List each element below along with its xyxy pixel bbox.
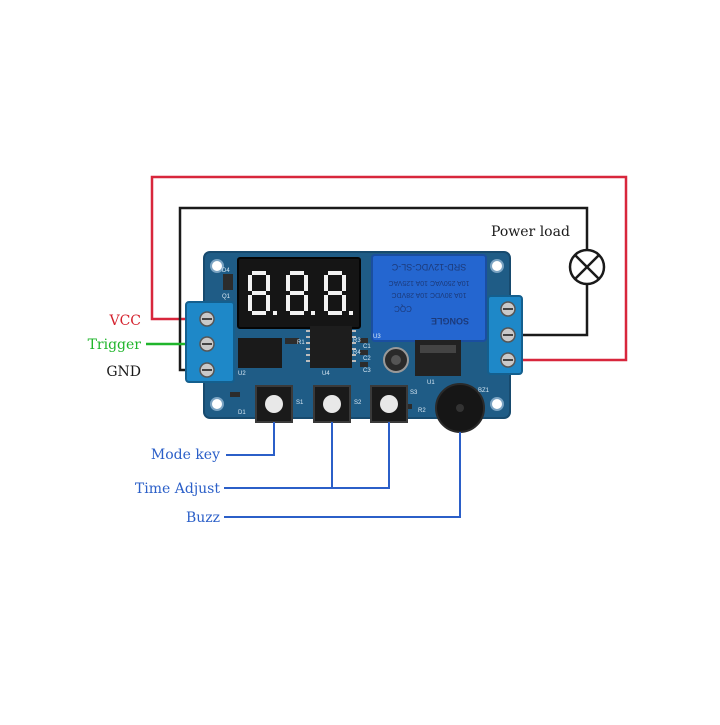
time-adjust-button-1[interactable] bbox=[313, 385, 351, 423]
silk-r1: R1 bbox=[297, 340, 305, 346]
relay-cert: CQC bbox=[394, 304, 412, 313]
display-segment-2-c bbox=[304, 295, 308, 311]
silk-s1: S1 bbox=[296, 400, 304, 406]
ic-u2 bbox=[238, 338, 282, 368]
display-segment-2-d bbox=[290, 311, 304, 315]
display-segment-1-d bbox=[252, 311, 266, 315]
relay-module-board: SRD-12VDC-SL-C 10A 250VAC 10A 125VAC 10A… bbox=[185, 251, 523, 423]
silk-u2: U2 bbox=[238, 371, 246, 377]
relay-rating-2: 10A 30VDC 10A 28VDC bbox=[391, 291, 466, 298]
display-segment-2-f bbox=[286, 275, 290, 291]
mode-key-button[interactable] bbox=[255, 385, 293, 423]
seven-segment-display bbox=[237, 257, 361, 329]
display-segment-2-e bbox=[286, 295, 290, 311]
trigger-label: Trigger bbox=[88, 337, 142, 353]
buzz-callout-line bbox=[224, 432, 461, 518]
display-segment-3-e bbox=[324, 295, 328, 311]
time-adjust-button-2[interactable] bbox=[370, 385, 408, 423]
display-segment-1-b bbox=[266, 275, 270, 291]
display-segment-1-a bbox=[252, 271, 266, 275]
ic-pins bbox=[306, 330, 356, 362]
silk-bz1: BZ1 bbox=[478, 388, 490, 394]
display-dp-3 bbox=[349, 311, 353, 315]
silk-c1: C1 bbox=[363, 344, 371, 350]
relay-model: SRD-12VDC-SL-C bbox=[391, 262, 466, 272]
display-segment-3-a bbox=[328, 271, 342, 275]
display-dp-1 bbox=[273, 311, 277, 315]
output-terminal-block bbox=[487, 295, 523, 375]
display-segment-1-c bbox=[266, 295, 270, 311]
display-segment-3-b bbox=[342, 275, 346, 291]
silk-s3: S3 bbox=[410, 390, 418, 396]
buzz-label: Buzz bbox=[186, 510, 220, 526]
silk-q1: Q1 bbox=[222, 294, 231, 300]
display-segment-1-g bbox=[252, 291, 266, 295]
display-segment-2-g bbox=[290, 291, 304, 295]
time-adjust-label: Time Adjust bbox=[135, 481, 220, 497]
ic-u4 bbox=[310, 326, 352, 368]
relay-rating-1: 10A 250VAC 10A 125VAC bbox=[388, 279, 469, 286]
lamp-icon bbox=[568, 248, 606, 286]
silk-r3: R3 bbox=[353, 338, 361, 344]
gnd-label: GND bbox=[106, 364, 141, 380]
display-segment-1-e bbox=[248, 295, 252, 311]
buzzer-icon bbox=[435, 383, 485, 433]
load-return-wire bbox=[516, 284, 589, 337]
power-load-label: Power load bbox=[491, 224, 570, 240]
display-dp-2 bbox=[311, 311, 315, 315]
display-segment-1-f bbox=[248, 275, 252, 291]
display-segment-3-d bbox=[328, 311, 342, 315]
capacitor-icon bbox=[383, 347, 409, 373]
mode-key-callout-line bbox=[226, 422, 275, 456]
display-segment-3-f bbox=[324, 275, 328, 291]
silk-c2: C2 bbox=[363, 356, 371, 362]
display-segment-2-a bbox=[290, 271, 304, 275]
silk-u3: U3 bbox=[373, 334, 381, 340]
input-terminal-block bbox=[185, 301, 235, 383]
mode-key-label: Mode key bbox=[151, 447, 220, 463]
vcc-label: VCC bbox=[108, 313, 141, 329]
relay: SRD-12VDC-SL-C 10A 250VAC 10A 125VAC 10A… bbox=[371, 254, 487, 342]
silk-c3: C3 bbox=[363, 368, 371, 374]
display-segment-2-b bbox=[304, 275, 308, 291]
silk-r4: R4 bbox=[353, 350, 361, 356]
silk-r2: R2 bbox=[418, 408, 426, 414]
silk-s2: S2 bbox=[354, 400, 362, 406]
silk-u1: U1 bbox=[427, 380, 435, 386]
display-segment-3-g bbox=[328, 291, 342, 295]
time-adjust-callout-line-2 bbox=[332, 422, 390, 489]
silk-u4: U4 bbox=[322, 371, 330, 377]
silk-d4: D4 bbox=[222, 268, 230, 274]
relay-brand: SONGLE bbox=[431, 316, 469, 326]
display-segment-3-c bbox=[342, 295, 346, 311]
silk-d1: D1 bbox=[238, 410, 246, 416]
vcc-wire bbox=[150, 175, 628, 362]
